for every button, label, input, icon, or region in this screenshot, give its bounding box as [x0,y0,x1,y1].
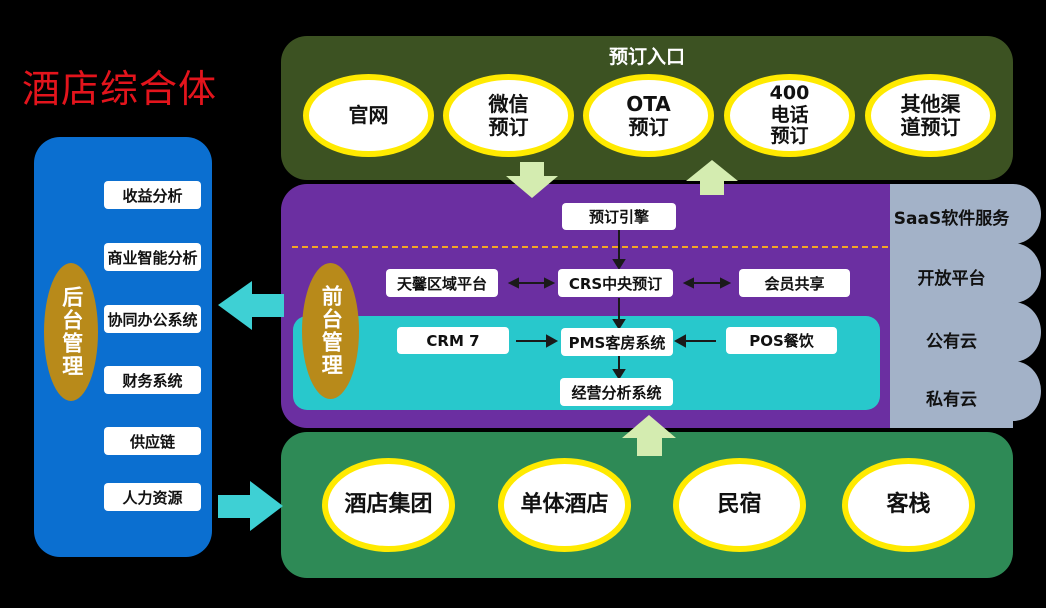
saas-scallop [985,361,1041,421]
member-share-box: 会员共享 [739,269,850,297]
back-item-bi: 商业智能分析 [104,243,201,271]
channel-ota: OTA 预订 [583,74,714,157]
customer-inn: 客栈 [842,458,975,552]
customer-single-hotel: 单体酒店 [498,458,631,552]
back-item-office: 协同办公系统 [104,305,201,333]
arrow-left-back [218,281,284,330]
crm-box: CRM 7 [397,327,509,354]
separator-dashed-line [292,246,888,248]
saas-private-cloud: 私有云 [926,390,977,410]
back-item-finance: 财务系统 [104,366,201,394]
pos-box: POS餐饮 [726,327,837,354]
back-item-supply-chain: 供应链 [104,427,201,455]
saas-scallop [985,302,1041,362]
arrow-up-booking [686,160,738,195]
front-management-badge: 前台管理 [302,263,359,399]
saas-open-platform: 开放平台 [917,269,986,289]
saas-scallop [985,243,1041,303]
pms-box: PMS客房系统 [561,328,673,356]
business-analysis-box: 经营分析系统 [560,378,673,406]
arrow-down-booking [506,162,558,198]
channel-official-site: 官网 [303,74,434,157]
customer-homestay: 民宿 [673,458,806,552]
customer-hotel-group: 酒店集团 [322,458,455,552]
channel-wechat: 微信 预订 [443,74,574,157]
saas-scallop [985,184,1041,244]
booking-entry-label: 预订入口 [608,46,685,68]
crs-box: CRS中央预订 [558,269,673,297]
saas-software-service: SaaS软件服务 [893,209,1010,229]
diagram-title: 酒店综合体 [22,67,218,111]
arrow-up-bottom [622,415,676,456]
back-management-label: 后台管理 [59,286,84,378]
channel-other: 其他渠 道预订 [865,74,996,157]
tianxin-platform-box: 天馨区域平台 [386,269,498,297]
back-item-revenue: 收益分析 [104,181,201,209]
booking-engine-box: 预订引擎 [562,203,676,230]
saas-public-cloud: 公有云 [926,332,977,352]
back-item-hr: 人力资源 [104,483,201,511]
arrow-right-bottom [218,481,283,531]
front-management-label: 前台管理 [319,285,344,377]
back-management-badge: 后台管理 [44,263,98,401]
channel-400-phone: 400 电话 预订 [724,74,855,157]
